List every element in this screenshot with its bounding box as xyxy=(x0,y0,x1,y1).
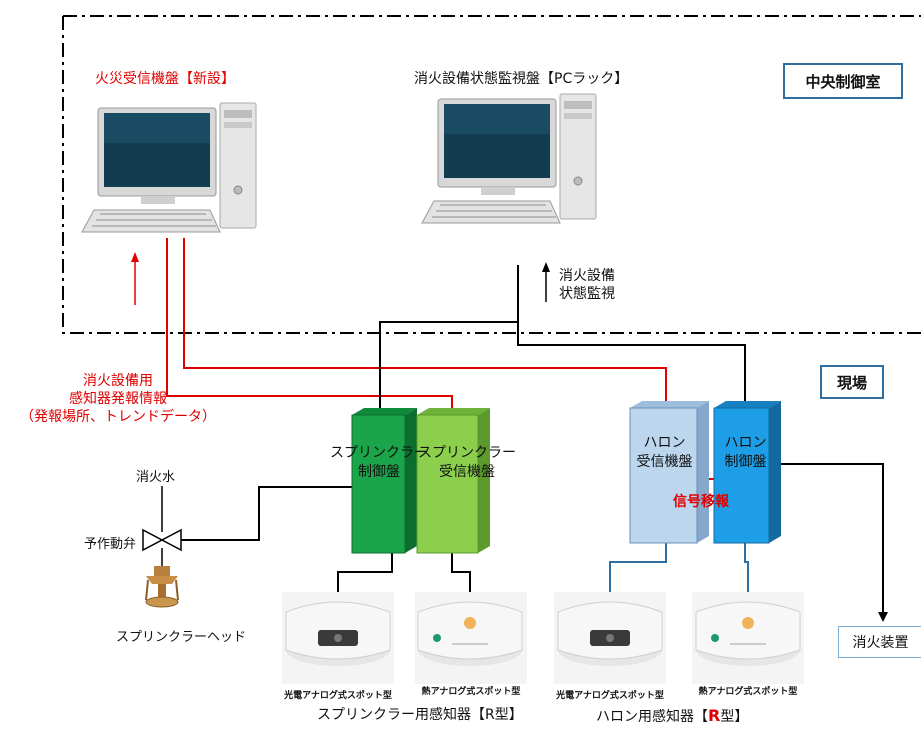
signal-transfer-label: 信号移報 xyxy=(673,494,729,510)
extinguisher-box: 消火装置 xyxy=(838,626,921,658)
status-monitor-line-1: 消火設備 xyxy=(559,268,615,284)
halon-group-r: R xyxy=(708,706,721,725)
halon-receiver-panel-label: ハロン 受信機盤 xyxy=(636,435,693,470)
central-room-boundary xyxy=(62,15,921,334)
sprinkler-control-panel-shape xyxy=(351,408,417,554)
halon-group-suffix: 型】 xyxy=(720,709,749,725)
halon-detector-group-title: ハロン用感知器【R型】 xyxy=(596,706,748,726)
detector-info-line-1: 消火設備用 xyxy=(83,373,153,389)
field-label: 現場 xyxy=(820,365,884,399)
valve-icon xyxy=(142,528,182,552)
halon-heat-detector-icon xyxy=(692,592,804,684)
sprinkler-detector-group-title: スプリンクラー用感知器【R型】 xyxy=(317,707,523,723)
monitor-panel-title: 消火設備状態監視盤【PCラック】 xyxy=(414,71,629,87)
sprinkler-receiver-panel-label: スプリンクラー 受信機盤 xyxy=(418,445,516,480)
valve-label: 予作動弁 xyxy=(84,537,137,552)
detector-info-line-2: 感知器発報情報 xyxy=(69,391,167,407)
halon-heat-caption: 熱アナログ式スポット型 xyxy=(698,687,798,697)
status-monitor-label: 消火設備 状態監視 xyxy=(559,267,615,303)
halon-photoelectric-caption: 光電アナログ式スポット型 xyxy=(556,691,664,701)
sprinkler-heat-caption: 熱アナログ式スポット型 xyxy=(421,687,521,697)
detector-info-label: 消火設備用 感知器発報情報 （発報場所、トレンドデータ） xyxy=(0,372,236,426)
halon-photoelectric-detector-icon xyxy=(554,592,666,684)
water-label: 消火水 xyxy=(136,470,176,485)
fire-panel-computer-icon xyxy=(81,102,257,233)
halon-control-panel-shape xyxy=(713,401,781,544)
central-control-room-label: 中央制御室 xyxy=(783,63,903,99)
sprinkler-photoelectric-detector-icon xyxy=(282,592,394,684)
sprinkler-receiver-panel-shape xyxy=(416,408,490,554)
fire-panel-title: 火災受信機盤【新設】 xyxy=(95,71,235,87)
status-monitor-line-2: 状態監視 xyxy=(559,286,615,302)
sprinkler-head-label: スプリンクラーヘッド xyxy=(116,630,247,645)
halon-receiver-panel-shape xyxy=(629,401,709,544)
detector-info-line-3: （発報場所、トレンドデータ） xyxy=(20,409,216,425)
halon-control-panel-label: ハロン 制御盤 xyxy=(724,435,767,470)
sprinkler-control-panel-label: スプリンクラー 制御盤 xyxy=(330,445,428,480)
sprinkler-photoelectric-caption: 光電アナログ式スポット型 xyxy=(284,691,392,701)
monitor-panel-computer-icon xyxy=(421,93,597,224)
halon-group-prefix: ハロン用感知器【 xyxy=(596,709,708,725)
sprinkler-heat-detector-icon xyxy=(415,592,527,684)
sprinkler-head-icon xyxy=(145,566,179,608)
